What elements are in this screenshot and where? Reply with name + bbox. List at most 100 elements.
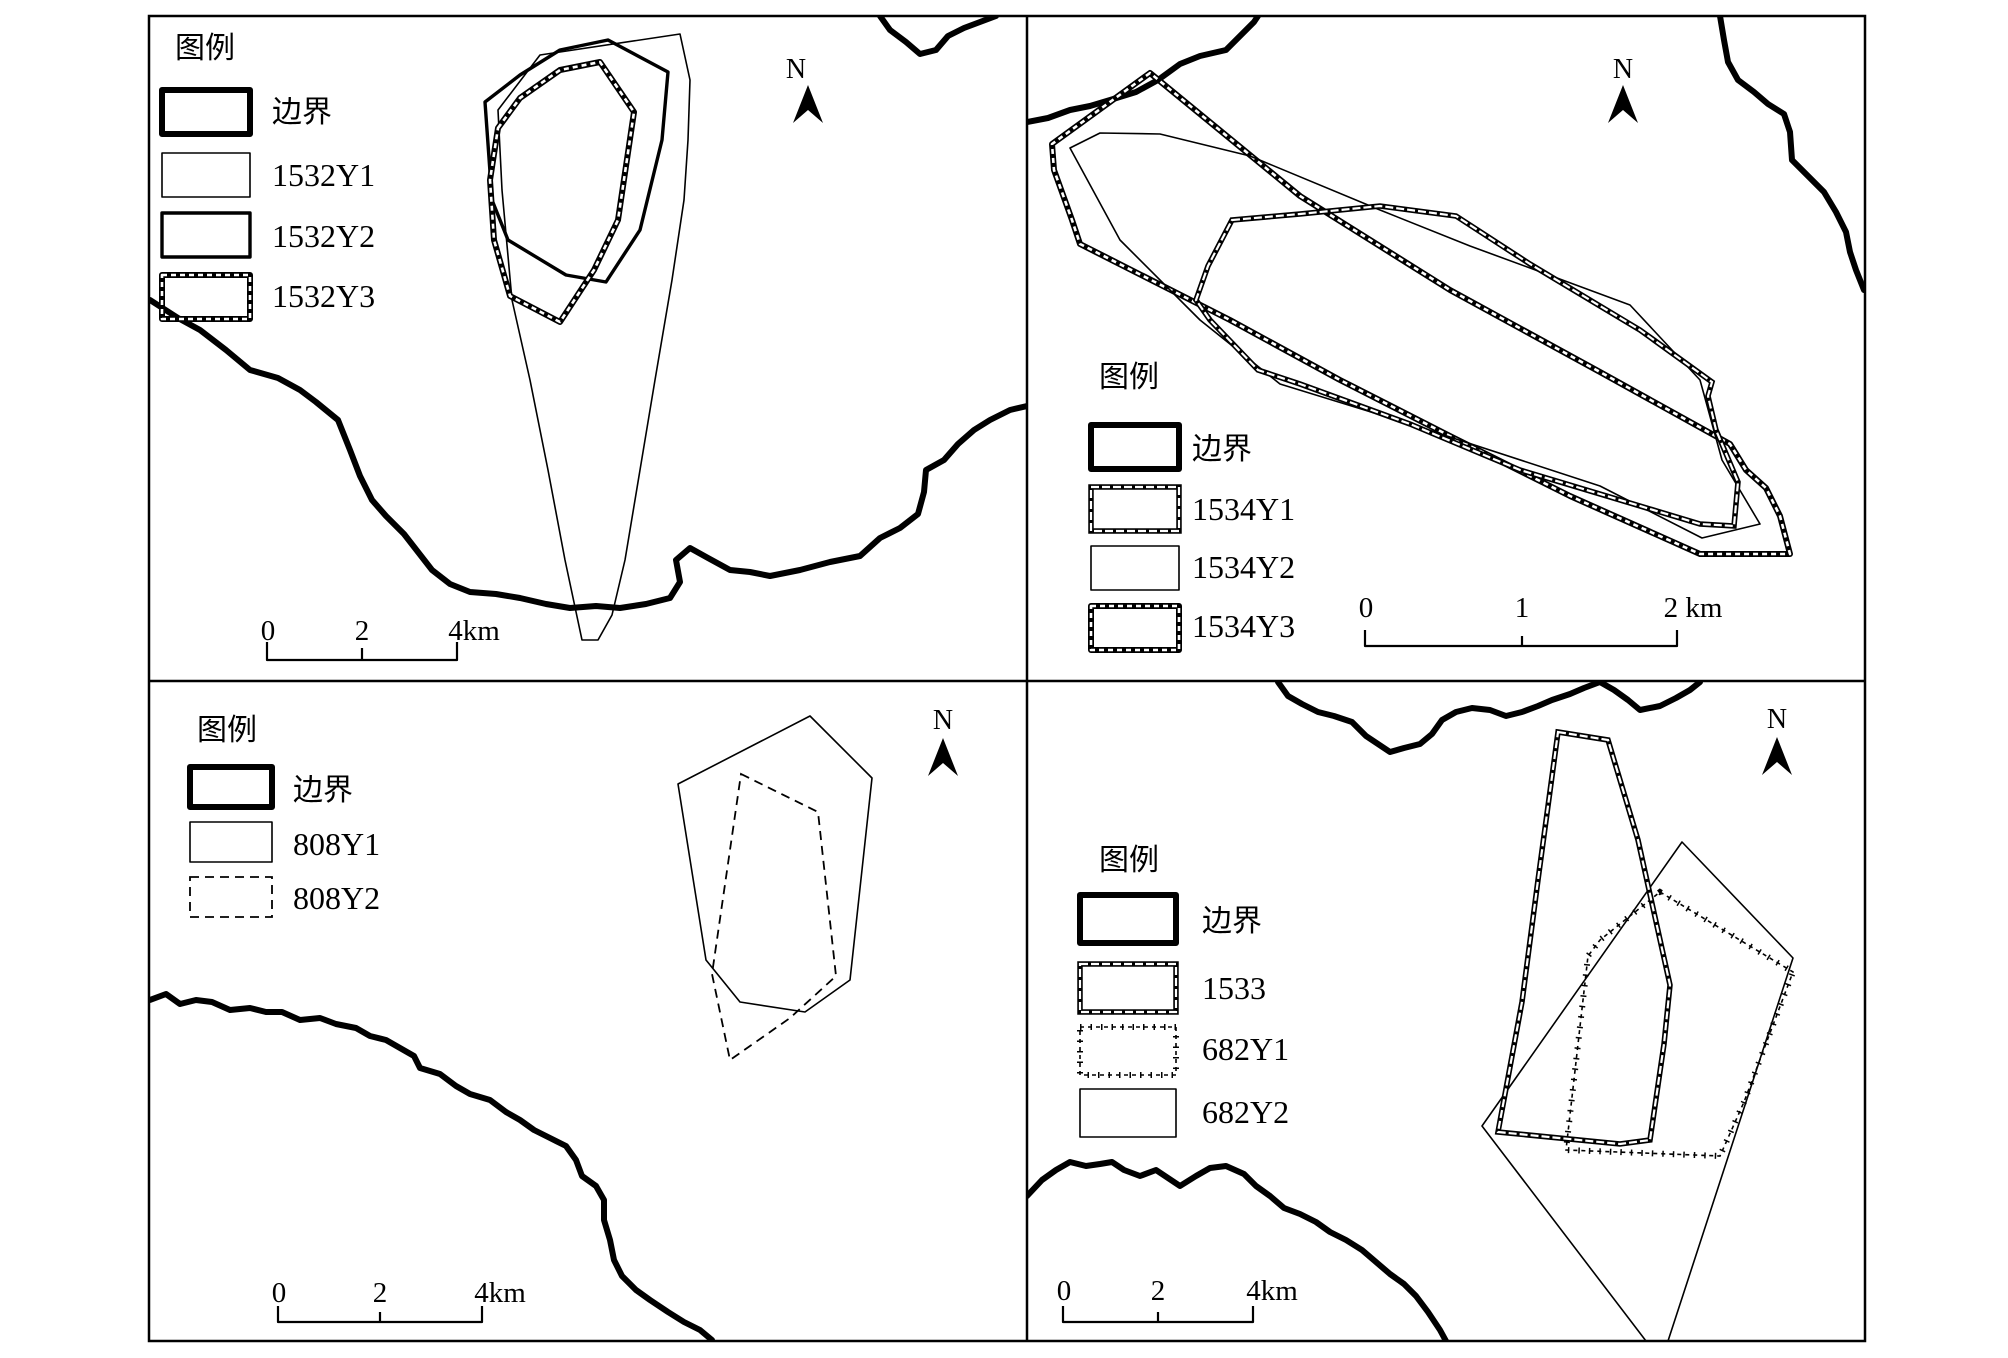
legend-label: 1534Y1: [1192, 491, 1295, 527]
scale-label: 4km: [474, 1277, 526, 1309]
scale-bar: 0 1 2 km: [1359, 592, 1723, 648]
area-682Y2: [1481, 841, 1794, 1341]
legend-label: 682Y2: [1202, 1094, 1289, 1130]
legend-label: 808Y2: [293, 880, 380, 916]
north-label: N: [1767, 704, 1787, 735]
map-panel-1534: 图例 边界 1534Y1 1534Y2 1534Y3 N 0 1 2 km: [1027, 16, 1865, 653]
area-682Y1: [1562, 888, 1797, 1160]
scale-label: 2: [1151, 1275, 1166, 1307]
north-arrow-icon: [1762, 737, 1792, 775]
area-808Y2: [711, 772, 837, 1062]
area-808Y1: [677, 715, 873, 1013]
legend-swatch-double: [159, 272, 253, 322]
north-label: N: [1613, 54, 1633, 85]
boundary-line: [149, 991, 715, 1341]
area-1533: [1494, 728, 1673, 1147]
legend-item: 边界: [159, 87, 332, 137]
scale-label: 0: [261, 615, 276, 647]
scale-label: 0: [1057, 1275, 1072, 1307]
legend-swatch-thin: [1079, 1088, 1177, 1138]
legend-item: 1532Y1: [161, 152, 375, 198]
legend-title: 图例: [175, 31, 235, 66]
boundary-line: [1717, 16, 1865, 293]
north-arrow-icon: [793, 85, 823, 123]
boundary-line: [877, 16, 999, 57]
legend-label: 1532Y2: [272, 218, 375, 254]
legend-label: 边界: [1192, 432, 1252, 467]
scale-label: 2: [355, 615, 370, 647]
scale-label: 2: [373, 1277, 388, 1309]
legend-item: 1532Y3: [159, 272, 375, 322]
legend-item: 808Y1: [189, 821, 380, 863]
area-1532Y1: [497, 33, 691, 641]
legend-swatch-boundary: [159, 87, 253, 137]
legend-label: 边界: [272, 95, 332, 130]
map-panel-808: 图例 边界 808Y1 808Y2 N 0 2 4km: [149, 705, 958, 1341]
legend-title: 图例: [1099, 360, 1159, 395]
legend-swatch-thin: [1090, 545, 1180, 591]
legend-title: 图例: [197, 713, 257, 748]
legend-label: 1532Y3: [272, 278, 375, 314]
area-1534Y1: [1192, 203, 1741, 529]
area-1534Y2: [1069, 132, 1761, 539]
scale-label: 4km: [1246, 1275, 1298, 1307]
legend-title: 图例: [1099, 843, 1159, 878]
north-arrow: N: [1608, 54, 1638, 123]
legend-swatch-boundary: [187, 764, 275, 810]
legend-label: 边界: [293, 773, 353, 808]
scale-label: 1: [1515, 592, 1530, 624]
north-arrow-icon: [1608, 85, 1638, 123]
scale-label: 4km: [448, 615, 500, 647]
north-arrow: N: [1762, 704, 1792, 775]
area-1532Y3: [487, 59, 637, 325]
area-1532Y2: [483, 38, 670, 284]
legend-item: 682Y2: [1079, 1088, 1289, 1138]
scale-bar: 0 2 4km: [272, 1277, 526, 1324]
legend-label: 1532Y1: [272, 157, 375, 193]
boundary-line: [1275, 681, 1703, 755]
legend-item: 1534Y3: [1088, 603, 1295, 653]
legend-swatch-dashed: [189, 876, 273, 918]
legend-item: 1534Y2: [1090, 545, 1295, 591]
legend-swatch-chain: [1077, 961, 1179, 1015]
map-panel-682: 图例 边界 1533 682Y1 682Y2 N 0 2 4km: [1027, 681, 1797, 1341]
legend-item: 808Y2: [189, 876, 380, 918]
panel-frames: [147, 14, 1867, 1343]
legend-item: 边界: [1088, 422, 1252, 472]
legend-item: 边界: [187, 764, 353, 810]
scale-label: 0: [272, 1277, 287, 1309]
legend-swatch-boundary: [1077, 892, 1179, 946]
legend-item: 1533: [1077, 961, 1266, 1015]
north-label: N: [786, 54, 806, 85]
map-panel-1532: 图例 边界 1532Y1 1532Y2 1532Y3 N 0 2 4km: [149, 16, 1027, 662]
boundary-line: [1027, 1159, 1449, 1341]
scale-bar: 0 2 4km: [261, 615, 500, 662]
legend-label: 1534Y3: [1192, 608, 1295, 644]
legend-swatch-medium: [160, 211, 252, 259]
legend-swatch-thin: [189, 821, 273, 863]
legend-swatch-thin: [161, 152, 251, 198]
legend-item: 边界: [1077, 892, 1262, 946]
legend-label: 1534Y2: [1192, 549, 1295, 585]
area-1534Y3: [1049, 70, 1793, 557]
scale-bar: 0 2 4km: [1057, 1275, 1298, 1324]
legend-swatch-tick: [1077, 1024, 1179, 1078]
legend-item: 682Y1: [1077, 1024, 1289, 1078]
legend-swatch-double: [1088, 603, 1182, 653]
legend-label: 808Y1: [293, 826, 380, 862]
legend-label: 682Y1: [1202, 1031, 1289, 1067]
scale-label: 0: [1359, 592, 1374, 624]
scale-label: 2 km: [1664, 592, 1723, 624]
legend-item: 1532Y2: [160, 211, 375, 259]
north-arrow: N: [786, 54, 823, 123]
legend-swatch-chain: [1088, 484, 1182, 534]
boundary-line: [149, 297, 1027, 611]
legend-item: 1534Y1: [1088, 484, 1295, 534]
north-arrow-icon: [928, 738, 958, 776]
legend-label: 边界: [1202, 904, 1262, 939]
legend-swatch-boundary: [1088, 422, 1182, 472]
north-label: N: [933, 705, 953, 736]
boundary-line: [1027, 16, 1261, 125]
north-arrow: N: [928, 705, 958, 776]
